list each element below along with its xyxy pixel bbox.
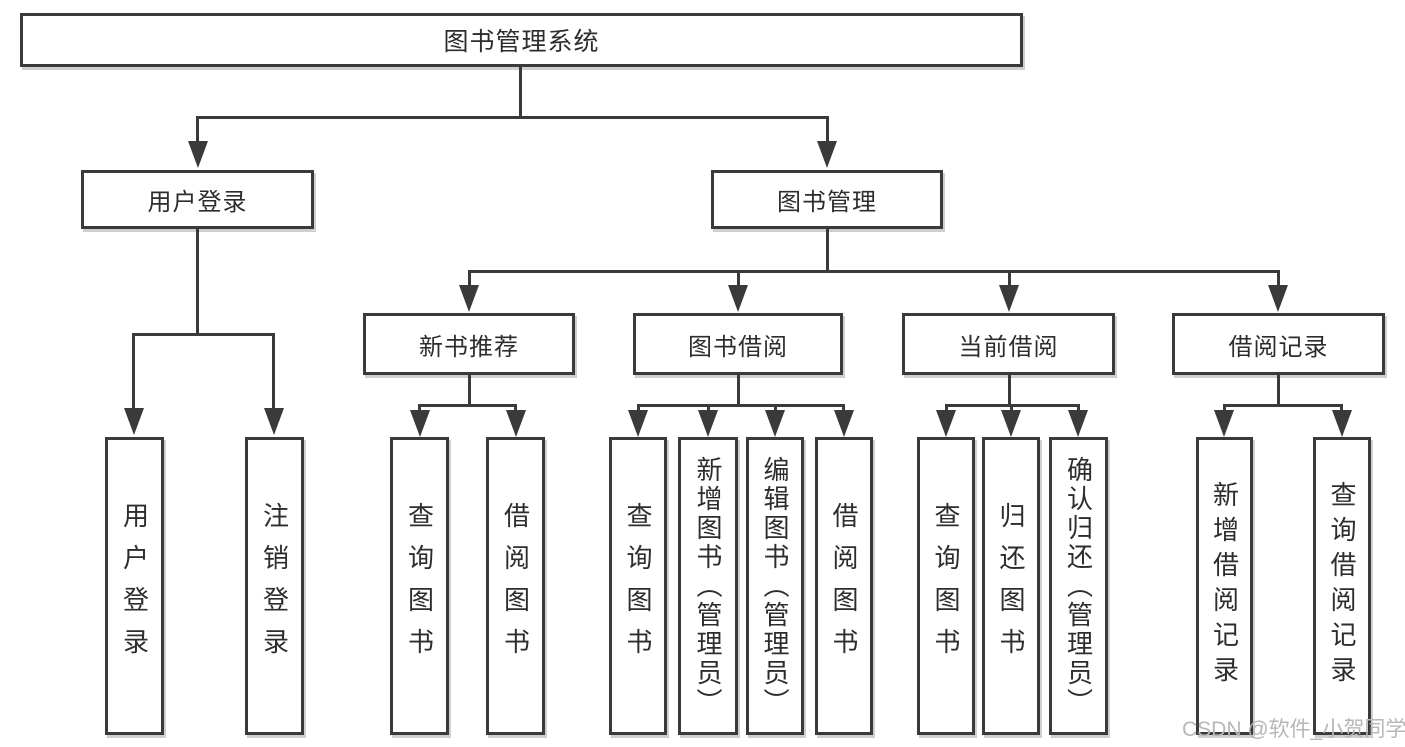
leaf-label: 编辑图书（管理员）	[760, 455, 790, 717]
leaf-logout: 注销登录	[245, 437, 304, 735]
leaf-query-borrow-record: 查询借阅记录	[1313, 437, 1371, 735]
leaf-borrow-books-newbook: 借阅图书	[486, 437, 545, 735]
leaf-label: 用户登录	[119, 502, 150, 670]
connector-leaf-drop	[637, 404, 640, 412]
connector-level3-bus	[468, 270, 1278, 273]
connector-new-book-drop	[468, 270, 471, 286]
leaf-borrow-books-borrow: 借阅图书	[815, 437, 873, 735]
arrowhead-leaf	[834, 410, 854, 437]
connector-leaf-drop	[707, 404, 710, 412]
arrowhead-leaf	[506, 410, 526, 437]
node-book-borrow: 图书借阅	[633, 313, 843, 375]
leaf-label: 注销登录	[259, 502, 290, 670]
node-user-login: 用户登录	[81, 170, 314, 229]
node-book-mgmt: 图书管理	[711, 170, 943, 229]
arrowhead-borrow-record	[1268, 285, 1288, 312]
arrowhead-leaf	[628, 410, 648, 437]
arrowhead-leaf	[1214, 410, 1234, 437]
connector-leaf-drop	[774, 404, 777, 412]
connector-leaf-drop	[1010, 404, 1013, 412]
node-label: 图书管理	[777, 189, 877, 216]
csdn-watermark: CSDN @软件_小贺同学	[1182, 718, 1405, 741]
node-borrow-record: 借阅记录	[1172, 313, 1385, 375]
leaf-user-login: 用户登录	[105, 437, 164, 735]
leaf-label: 查询借阅记录	[1327, 481, 1357, 691]
connector-user-login-stem	[196, 229, 199, 335]
leaf-label: 查询图书	[404, 502, 435, 670]
connector-book-borrow-bus	[637, 404, 844, 407]
connector-current-borrow-drop	[1008, 270, 1011, 286]
arrowhead-leaf	[1332, 410, 1352, 437]
connector-borrow-record-bus	[1224, 404, 1342, 407]
connector-user-login-drop	[196, 116, 199, 144]
arrowhead-leaf	[765, 410, 785, 437]
node-new-book: 新书推荐	[363, 313, 575, 375]
connector-leaf-drop	[514, 404, 517, 412]
arrowhead-new-book	[459, 285, 479, 312]
leaf-add-books-admin: 新增图书（管理员）	[678, 437, 738, 735]
leaf-label: 归还图书	[996, 502, 1026, 670]
connector-new-book-bus	[419, 404, 516, 407]
arrowhead-user-login	[188, 141, 208, 168]
leaf-add-borrow-record: 新增借阅记录	[1196, 437, 1253, 735]
arrowhead-leaf	[124, 408, 144, 435]
arrowhead-leaf	[1001, 410, 1021, 437]
connector-book-mgmt-stem	[826, 229, 829, 273]
arrowhead-book-mgmt	[817, 141, 837, 168]
connector-book-borrow-drop	[737, 270, 740, 286]
node-label: 用户登录	[147, 189, 248, 216]
connector-leaf-drop	[1340, 404, 1343, 412]
connector-leaf-drop	[945, 404, 948, 412]
connector-leaf-drop	[842, 404, 845, 412]
connector-book-mgmt-drop	[826, 116, 829, 144]
connector-borrow-record-drop	[1277, 270, 1280, 286]
leaf-label: 新增借阅记录	[1209, 481, 1240, 691]
arrowhead-leaf	[264, 408, 284, 435]
arrowhead-leaf	[1068, 410, 1088, 437]
leaf-label: 借阅图书	[500, 502, 531, 670]
connector-user-login-bus	[133, 333, 275, 336]
node-label: 当前借阅	[958, 333, 1059, 361]
node-library-system-root: 图书管理系统	[20, 13, 1023, 67]
leaf-label: 确认归还（管理员）	[1063, 455, 1094, 717]
leaf-label: 借阅图书	[829, 502, 859, 670]
leaf-return-books: 归还图书	[982, 437, 1040, 735]
leaf-label: 查询图书	[623, 502, 653, 670]
connector-level2-bus	[196, 116, 829, 119]
arrowhead-book-borrow	[728, 285, 748, 312]
leaf-edit-books-admin: 编辑图书（管理员）	[746, 437, 804, 735]
leaf-query-books-borrow: 查询图书	[609, 437, 667, 735]
arrowhead-leaf	[698, 410, 718, 437]
node-label: 图书管理系统	[443, 28, 600, 56]
connector-book-borrow-stem	[737, 375, 740, 407]
connector-borrow-record-stem	[1277, 375, 1280, 407]
connector-root-stem	[519, 67, 522, 118]
leaf-label: 查询图书	[931, 502, 961, 670]
connector-leaf-drop	[272, 333, 275, 409]
arrowhead-leaf	[410, 410, 430, 437]
node-label: 新书推荐	[419, 333, 519, 361]
node-label: 图书借阅	[688, 333, 788, 361]
connector-new-book-stem	[468, 375, 471, 407]
connector-leaf-drop	[132, 333, 135, 409]
node-label: 借阅记录	[1228, 333, 1329, 361]
node-current-borrow: 当前借阅	[902, 313, 1115, 375]
connector-leaf-drop	[418, 404, 421, 412]
leaf-confirm-return-admin: 确认归还（管理员）	[1049, 437, 1108, 735]
leaf-query-books-newbook: 查询图书	[390, 437, 449, 735]
connector-leaf-drop	[1223, 404, 1226, 412]
arrowhead-leaf	[936, 410, 956, 437]
leaf-query-books-current: 查询图书	[917, 437, 975, 735]
connector-leaf-drop	[1077, 404, 1080, 412]
connector-current-borrow-stem	[1008, 375, 1011, 407]
arrowhead-current-borrow	[999, 285, 1019, 312]
leaf-label: 新增图书（管理员）	[693, 455, 723, 717]
